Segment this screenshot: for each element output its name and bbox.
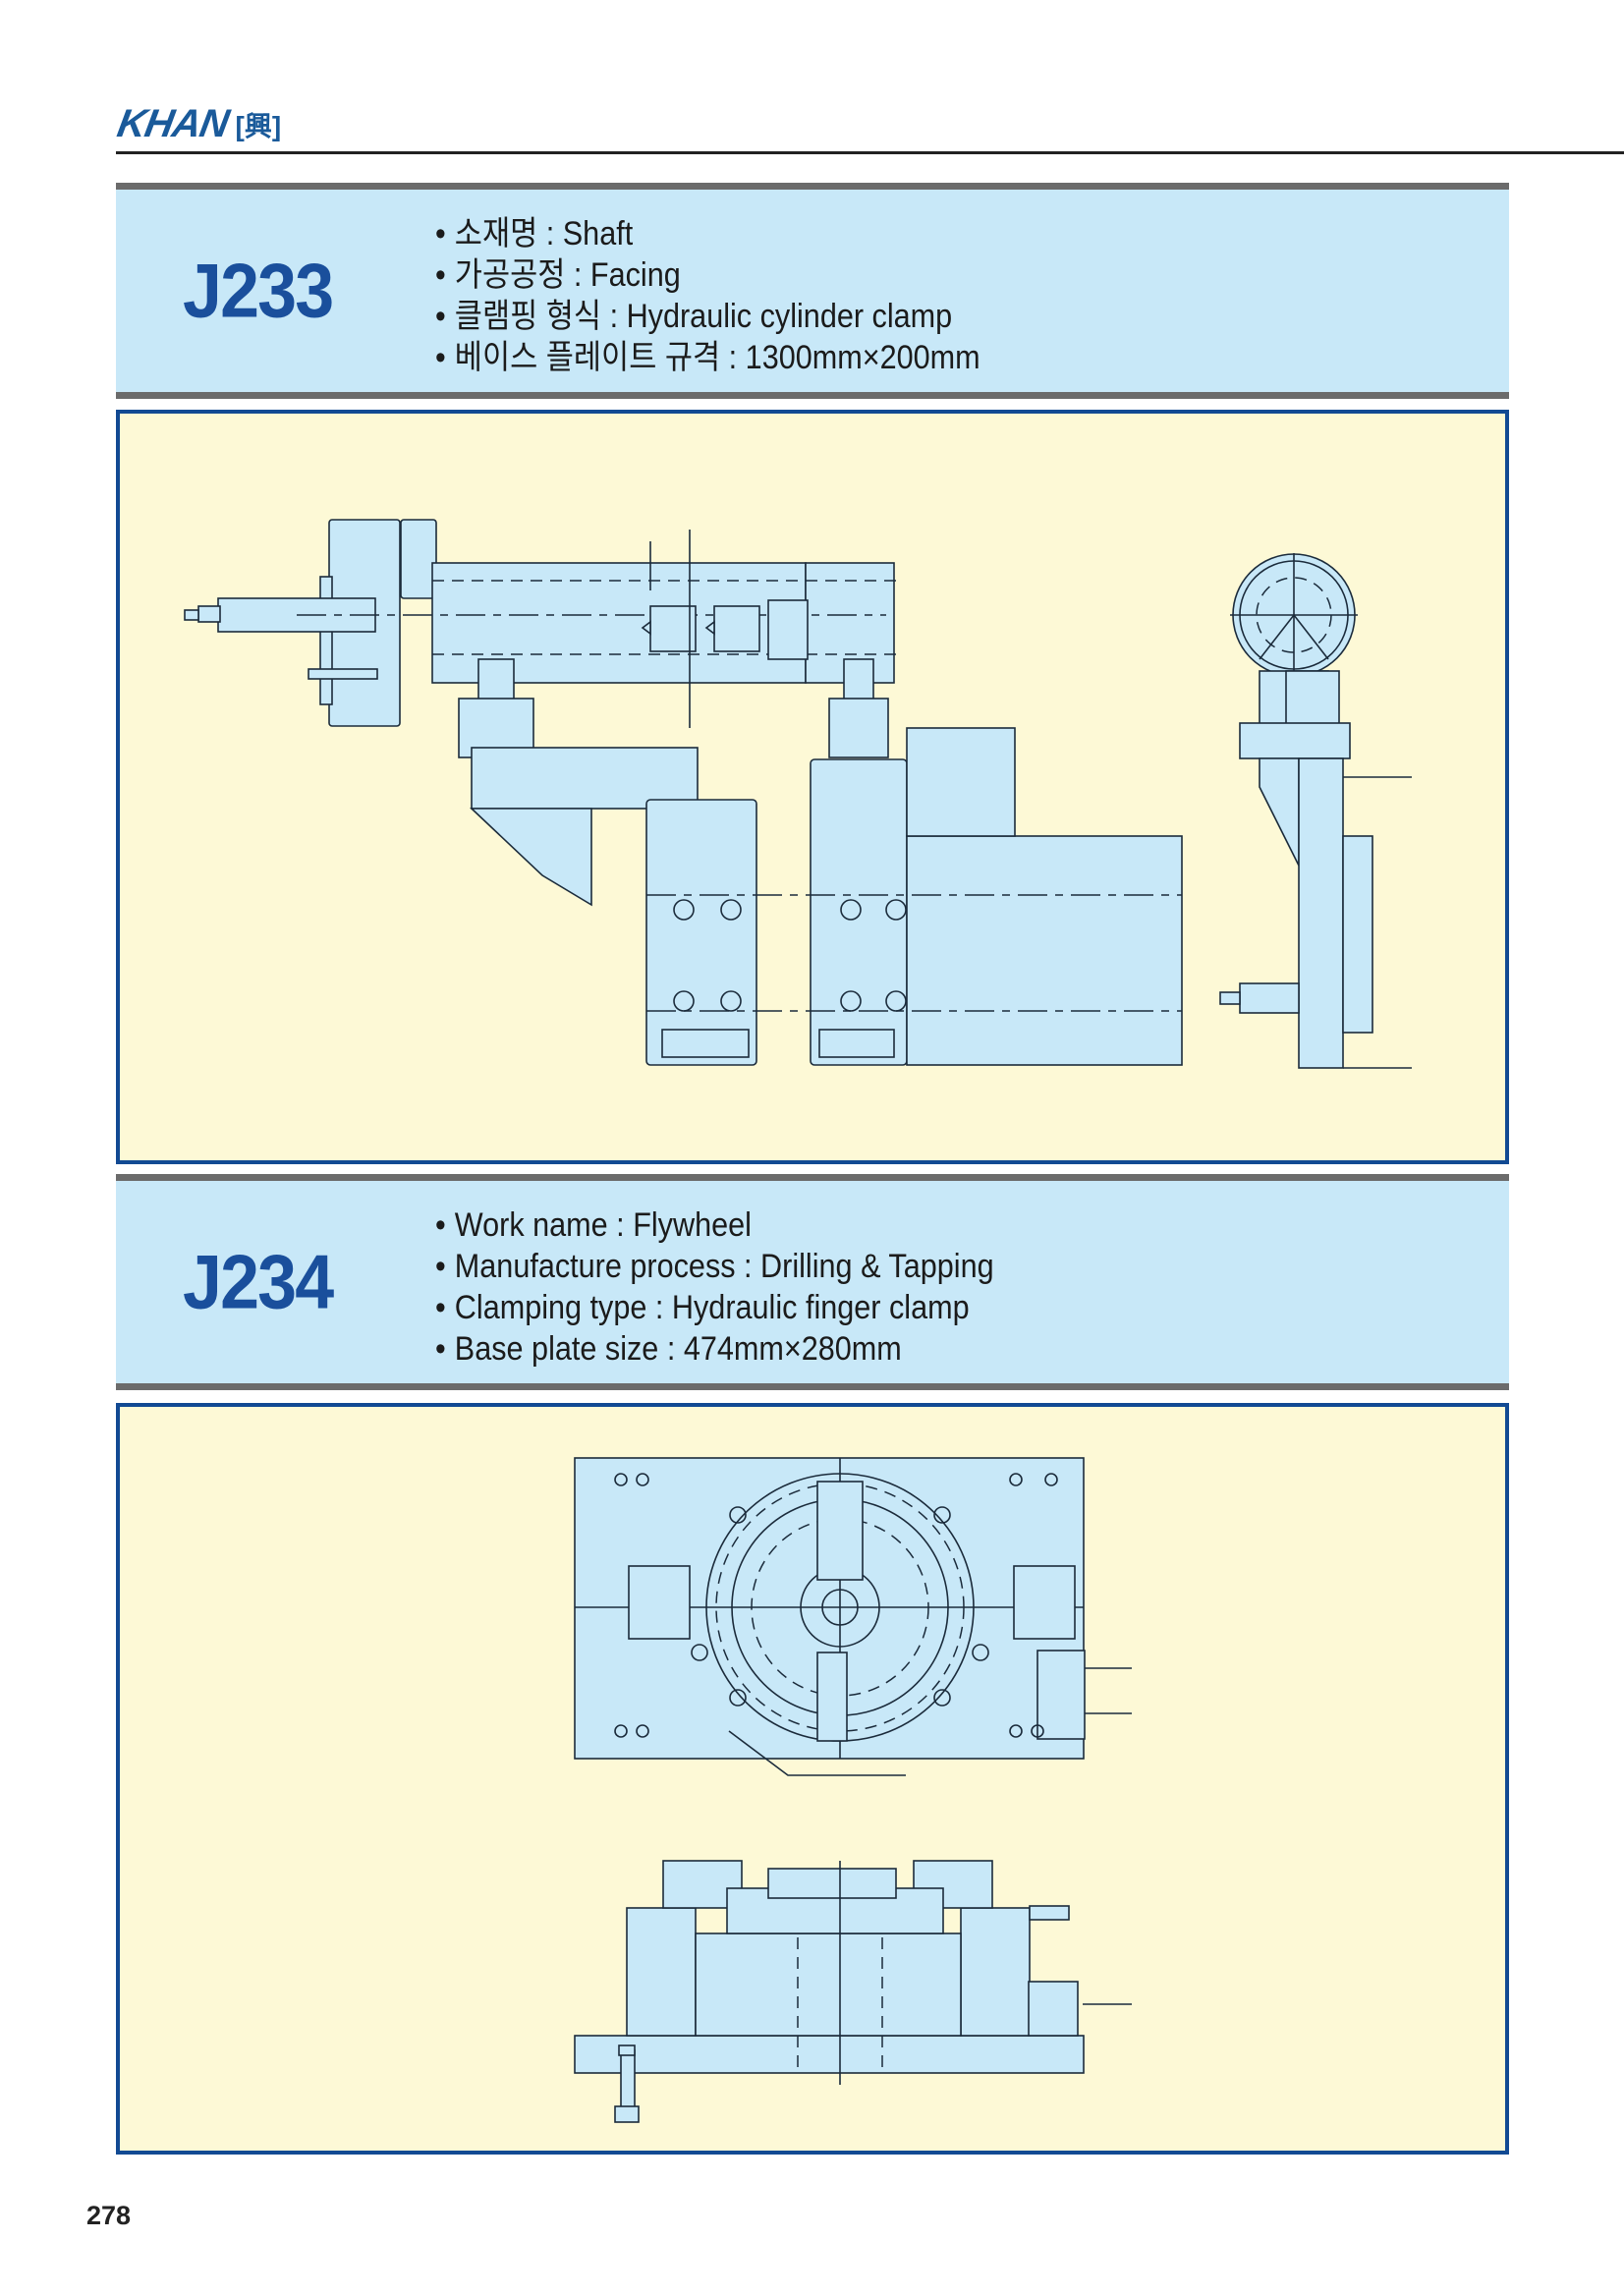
bullet: • (435, 1289, 446, 1326)
spec-item: •클램핑 형식 : Hydraulic cylinder clamp (435, 298, 953, 335)
drawing-panel-j234 (116, 1403, 1509, 2155)
logo-hanja-mark: [興] (235, 110, 282, 141)
cad-drawing-shaft-fixture (184, 519, 1412, 1069)
drawing-panel-j233 (116, 410, 1509, 1164)
spec-list: •Work name : Flywheel •Manufacture proce… (435, 1204, 1056, 1370)
spec-item: •Manufacture process : Drilling & Tappin… (435, 1248, 994, 1285)
bullet: • (435, 256, 446, 294)
company-logo: KHAN [興] (114, 102, 282, 146)
spec-list: •소재명 : Shaft •가공공정 : Facing •클램핑 형식 : Hy… (435, 213, 1040, 378)
spec-panel-j233: J233 •소재명 : Shaft •가공공정 : Facing •클램핑 형식… (116, 183, 1509, 399)
bullet: • (435, 298, 446, 335)
spec-item: •Work name : Flywheel (435, 1206, 752, 1244)
page-number: 278 (86, 2201, 132, 2230)
bullet: • (435, 339, 446, 376)
header-rule (116, 151, 1624, 154)
product-code: J233 (183, 247, 334, 334)
spec-panel-j234: J234 •Work name : Flywheel •Manufacture … (116, 1174, 1509, 1390)
spec-item: •Clamping type : Hydraulic finger clamp (435, 1289, 970, 1326)
bullet: • (435, 215, 446, 252)
product-code: J234 (183, 1238, 334, 1325)
bullet: • (435, 1206, 446, 1244)
bullet: • (435, 1330, 446, 1368)
cad-drawing-flywheel-fixture (574, 1457, 1132, 2123)
spec-item: •가공공정 : Facing (435, 256, 681, 294)
spec-item: •베이스 플레이트 규격 : 1300mm×200mm (435, 339, 980, 376)
bullet: • (435, 1248, 446, 1285)
spec-item: •Base plate size : 474mm×280mm (435, 1330, 902, 1368)
spec-item: •소재명 : Shaft (435, 215, 634, 252)
logo-wordmark: KHAN (114, 102, 232, 145)
